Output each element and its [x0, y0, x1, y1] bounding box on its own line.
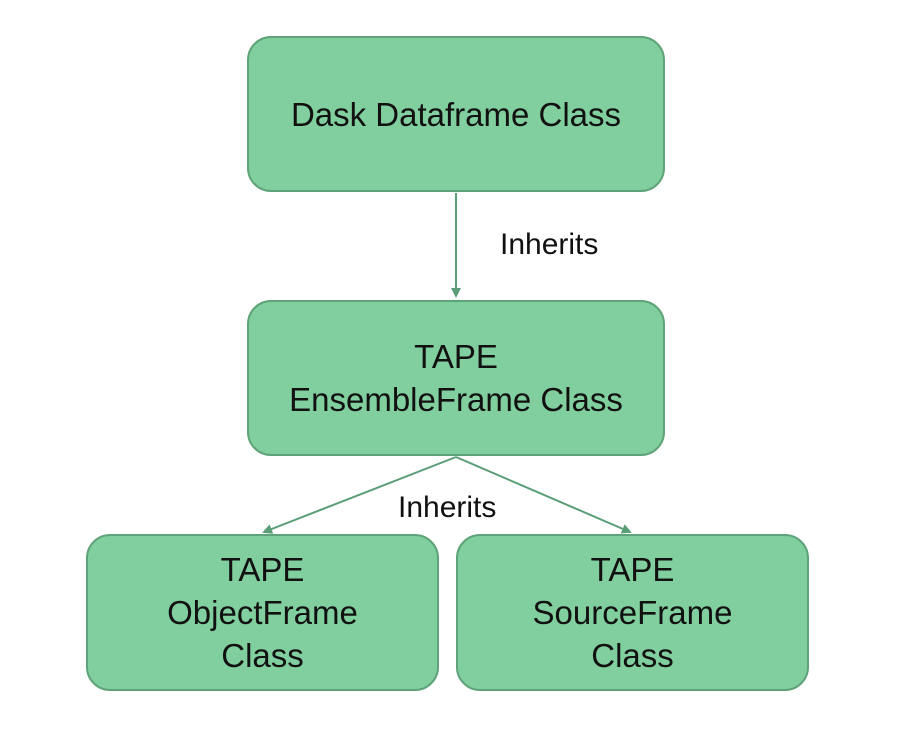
node-ensemble-line-2: EnsembleFrame Class [289, 381, 623, 418]
node-source-line-1: TAPE [590, 551, 675, 588]
arrow-ensemble-to-source [455, 456, 632, 534]
node-ensemble-line-1: TAPE [414, 338, 498, 375]
node-object-line-3: Class [221, 637, 304, 674]
node-source-line-3: Class [591, 637, 674, 674]
node-objectframe-class: TAPE ObjectFrame Class [86, 534, 439, 691]
node-object-line-2: ObjectFrame [167, 594, 358, 631]
node-sourceframe-class: TAPE SourceFrame Class [456, 534, 809, 691]
edge-label-inherits-bottom: Inherits [398, 491, 497, 524]
node-dask-dataframe-class: Dask Dataframe Class [247, 36, 665, 192]
node-ensembleframe-class: TAPE EnsembleFrame Class [247, 300, 665, 456]
edge-label-inherits-top: Inherits [500, 228, 599, 261]
node-source-line-2: SourceFrame [532, 594, 733, 631]
arrow-ensemble-to-object [262, 456, 457, 534]
node-dask-line-1: Dask Dataframe Class [290, 95, 622, 133]
node-object-line-1: TAPE [220, 551, 305, 588]
